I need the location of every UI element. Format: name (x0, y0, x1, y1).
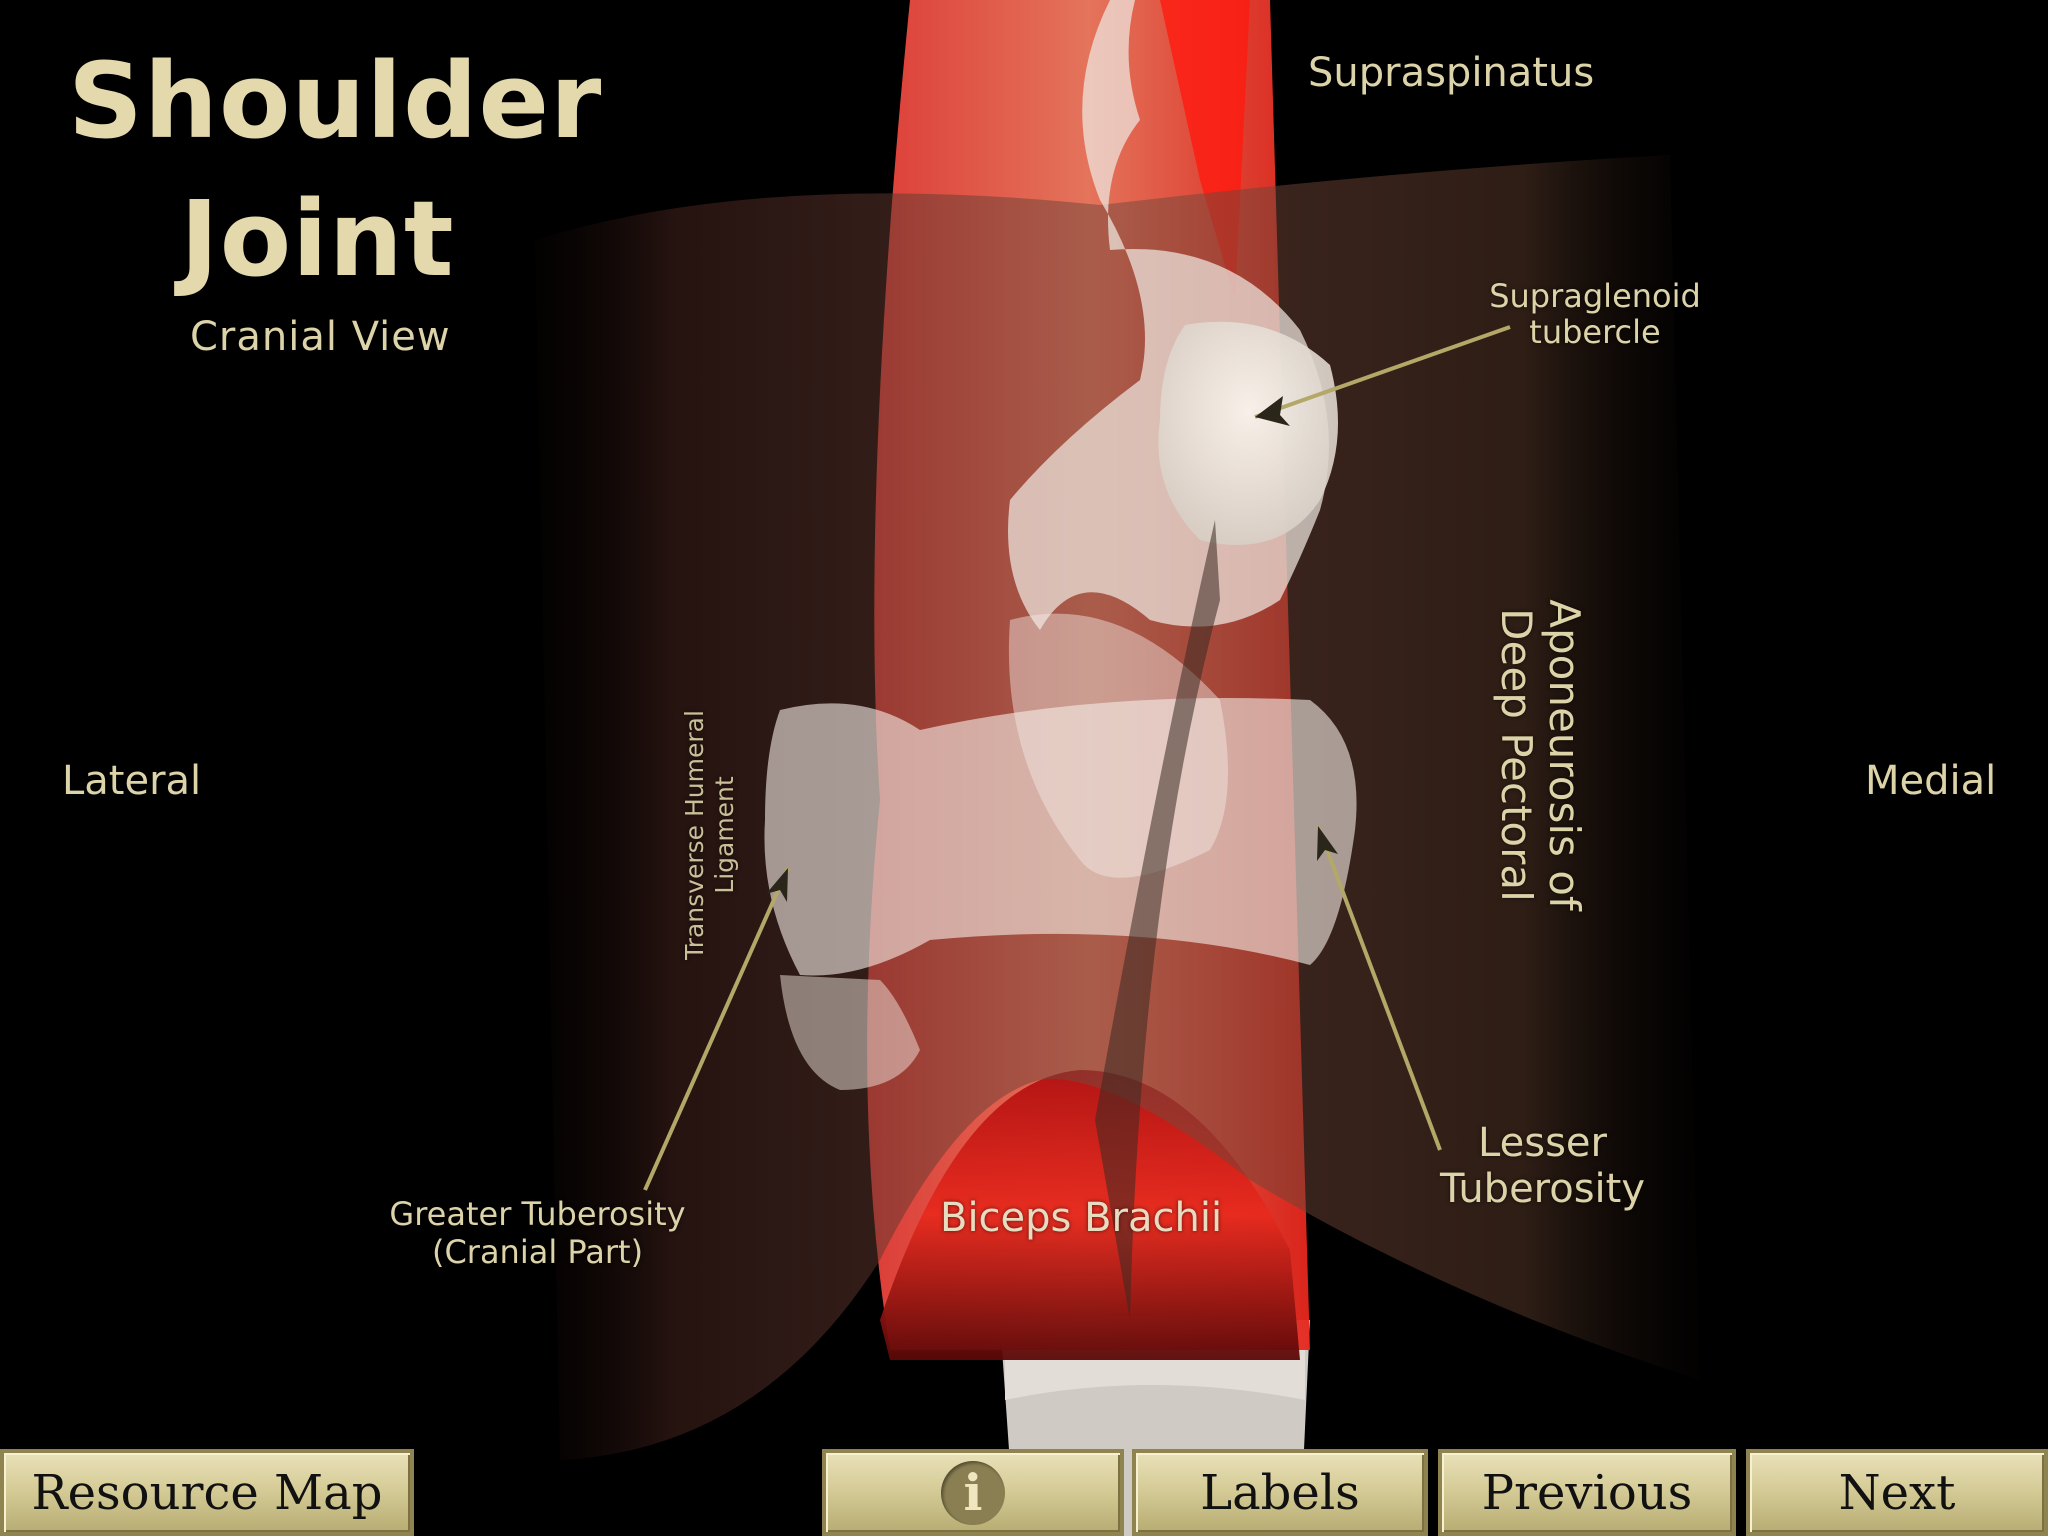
label-aponeurosis-line2: Deep Pectoral (1492, 608, 1541, 902)
label-lesser-tuberosity: Lesser Tuberosity (1420, 1120, 1665, 1212)
label-lesser-line1: Lesser (1478, 1120, 1607, 1166)
label-greater-tuberosity: Greater Tuberosity (Cranial Part) (370, 1195, 705, 1271)
label-transverse-line1: Transverse Humeral (680, 710, 709, 960)
pointer-arrows (643, 325, 1511, 1191)
label-supraspinatus: Supraspinatus (1308, 50, 1595, 96)
label-lesser-line2: Tuberosity (1439, 1166, 1646, 1212)
labels-button[interactable]: Labels (1132, 1449, 1428, 1536)
label-biceps-brachii: Biceps Brachii (940, 1195, 1223, 1241)
resource-map-button[interactable]: Resource Map (0, 1449, 414, 1536)
label-transverse-line2: Ligament (710, 776, 739, 894)
label-supraglenoid-line2: tubercle (1529, 313, 1661, 351)
label-supraglenoid: Supraglenoid tubercle (1470, 278, 1720, 350)
biceps-muscle (880, 1070, 1300, 1360)
previous-button[interactable]: Previous (1438, 1449, 1736, 1536)
next-button[interactable]: Next (1746, 1449, 2048, 1536)
orientation-medial: Medial (1865, 758, 1997, 804)
label-greater-line2: (Cranial Part) (431, 1233, 644, 1271)
label-supraglenoid-line1: Supraglenoid (1489, 277, 1701, 315)
page-title-line1: Shoulder (68, 40, 603, 162)
info-button[interactable]: i (822, 1449, 1124, 1536)
view-subtitle: Cranial View (190, 314, 451, 360)
page-title-line2: Joint (180, 178, 455, 300)
info-icon: i (941, 1460, 1005, 1525)
label-transverse-ligament: Transverse Humeral Ligament (680, 690, 750, 980)
label-aponeurosis-line1: Aponeurosis of (1540, 599, 1589, 911)
label-aponeurosis: Aponeurosis of Deep Pectoral (1468, 595, 1589, 915)
label-greater-line1: Greater Tuberosity (389, 1195, 686, 1233)
orientation-lateral: Lateral (62, 758, 202, 804)
humerus-head (764, 698, 1357, 976)
